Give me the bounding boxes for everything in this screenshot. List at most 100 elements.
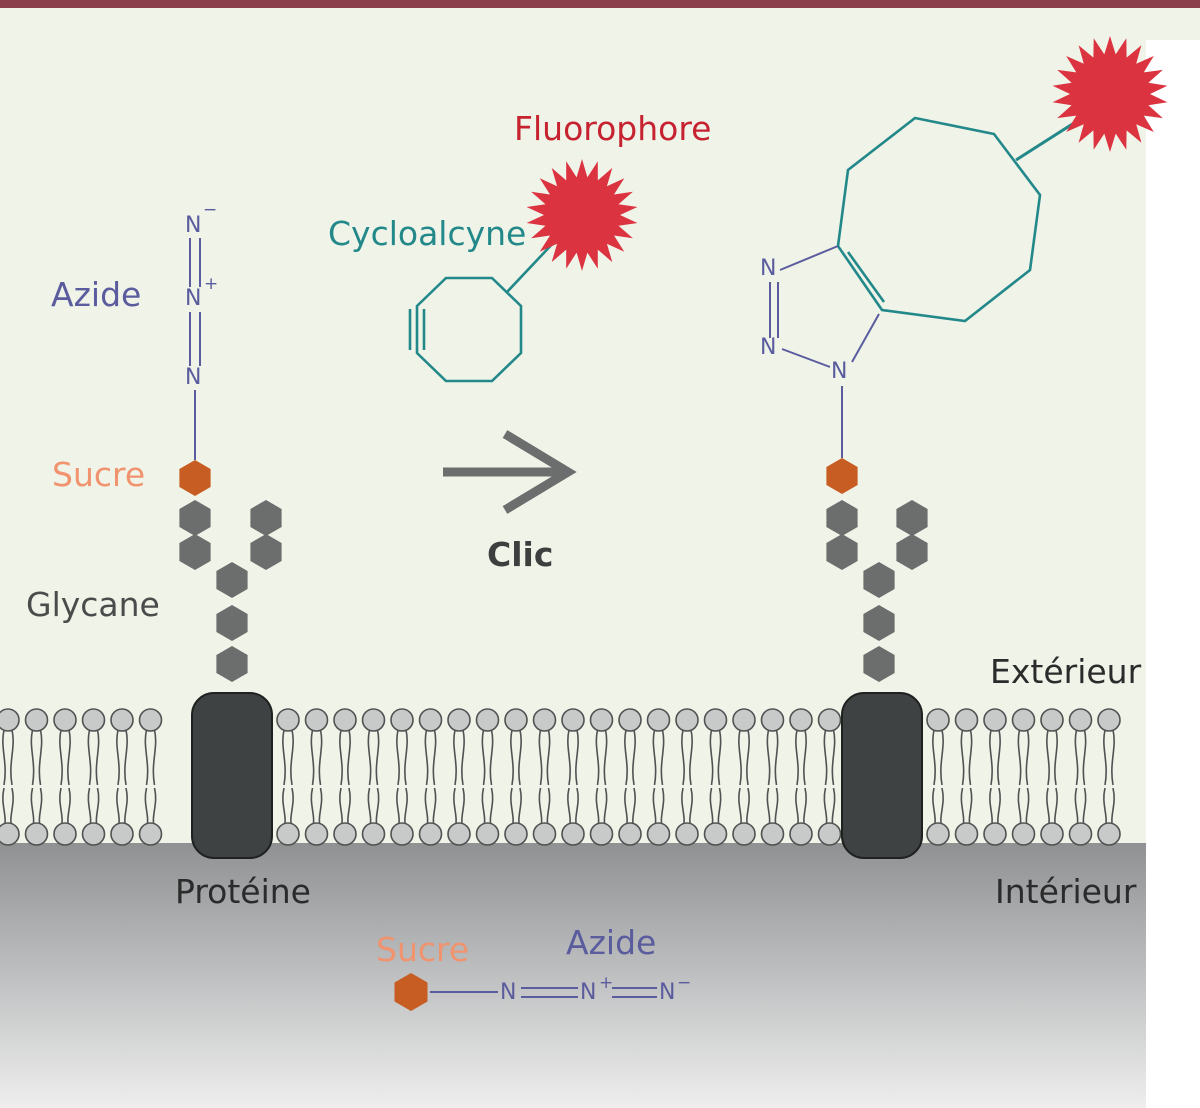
lipid-head-outer [333, 708, 357, 732]
glycan-hexagon-icon [826, 534, 858, 570]
triazole-n2: N [760, 335, 777, 360]
lipid-icon [1011, 708, 1036, 846]
lipid-head-inner [390, 822, 414, 846]
lipid-tail [968, 729, 973, 786]
lipid-tail [510, 729, 514, 786]
lipid-icon [361, 708, 386, 846]
cyclooctene-ring [836, 116, 1042, 323]
lipid-head-outer [81, 708, 106, 732]
lipid-head-inner [675, 822, 699, 846]
free-azide-n3: N [659, 980, 676, 1005]
fluorophore-label: Fluorophore [514, 109, 712, 148]
lipid-head-inner [24, 822, 49, 846]
protein-right [841, 692, 923, 859]
lipid-tail [803, 729, 807, 786]
lipid-head-outer [418, 708, 443, 732]
azide-n-terminal: N [185, 213, 202, 238]
free-azide-n2: N [580, 980, 597, 1005]
lipid-tail [538, 729, 543, 786]
lipid-tail [575, 729, 579, 786]
azide-minus-charge: − [203, 200, 218, 220]
lipid-icon [703, 708, 728, 846]
lipid-tail [940, 729, 944, 786]
proteine-label: Protéine [175, 872, 311, 911]
sugar-hexagon-icon [179, 460, 211, 496]
lipid-icon [618, 708, 642, 846]
lipid-icon [333, 708, 357, 846]
lipid-head-outer [561, 708, 585, 732]
lipid-head-inner [1068, 822, 1093, 846]
lipid-tail [960, 729, 965, 786]
lipid-tail [2, 729, 6, 786]
lipid-tail [144, 729, 149, 786]
lipid-tail [603, 729, 608, 786]
lipid-tail [404, 729, 408, 786]
lipid-icon [732, 708, 756, 846]
lipid-head-outer [110, 708, 134, 732]
lipid-head-inner [361, 822, 386, 846]
lipid-icon [390, 708, 414, 846]
lipid-icon [589, 708, 614, 846]
lipid-icon [0, 708, 20, 846]
free-azide-n1: N [500, 980, 517, 1005]
interieur-label: Intérieur [995, 872, 1137, 911]
lipid-tail [746, 729, 750, 786]
lipid-tail [932, 729, 936, 786]
lipid-icon [276, 708, 300, 846]
lipid-head-outer [24, 708, 49, 732]
lipid-tail [95, 729, 100, 786]
lipid-head-inner [789, 822, 813, 846]
triazole-n3: N [760, 256, 777, 281]
lipid-head-inner [1097, 822, 1121, 846]
lipid-icon [138, 708, 163, 846]
glycan-hexagon-icon [863, 605, 895, 641]
lipid-tail [282, 729, 286, 786]
lipid-tail [30, 729, 35, 786]
lipid-tail [116, 729, 120, 786]
lipid-head-outer [1011, 708, 1036, 732]
lipid-head-outer [703, 708, 728, 732]
lipid-icon [532, 708, 557, 846]
lipid-icon [760, 708, 785, 846]
lipid-head-outer [276, 708, 300, 732]
triazole-n1: N [831, 359, 848, 384]
lipid-head-outer [618, 708, 642, 732]
lipid-head-outer [789, 708, 813, 732]
lipid-tail [290, 729, 294, 786]
lipid-tail [774, 729, 779, 786]
lipid-tail [432, 729, 437, 786]
lipid-head-inner [561, 822, 585, 846]
lipid-icon [304, 708, 329, 846]
lipid-icon [1040, 708, 1064, 846]
lipid-icon [81, 708, 106, 846]
lipid-tail [823, 729, 828, 786]
lipid-tail [689, 729, 693, 786]
lipid-tail [489, 729, 494, 786]
lipid-icon [504, 708, 528, 846]
right-margin [1146, 40, 1200, 1108]
lipid-icon [954, 708, 979, 846]
lipid-head-inner [333, 822, 357, 846]
glycan-hexagon-icon [250, 534, 282, 570]
lipid-tail [831, 729, 836, 786]
lipid-tail [152, 729, 157, 786]
lipid-tail [518, 729, 522, 786]
lipid-tail [10, 729, 14, 786]
lipid-tail [1025, 729, 1030, 786]
azide-n-central: N [185, 286, 202, 311]
lipid-head-outer [646, 708, 671, 732]
lipid-head-outer [390, 708, 414, 732]
free-azide-plus: + [599, 973, 614, 993]
lipid-tail [424, 729, 429, 786]
lipid-head-inner [817, 822, 842, 846]
lipid-head-inner [110, 822, 134, 846]
lipid-head-outer [138, 708, 163, 732]
lipid-head-inner [618, 822, 642, 846]
lipid-tail [396, 729, 400, 786]
lipid-head-inner [646, 822, 671, 846]
lipid-head-inner [138, 822, 163, 846]
lipid-head-outer [675, 708, 699, 732]
azide-label-bottom: Azide [566, 923, 657, 962]
lipid-head-outer [504, 708, 528, 732]
